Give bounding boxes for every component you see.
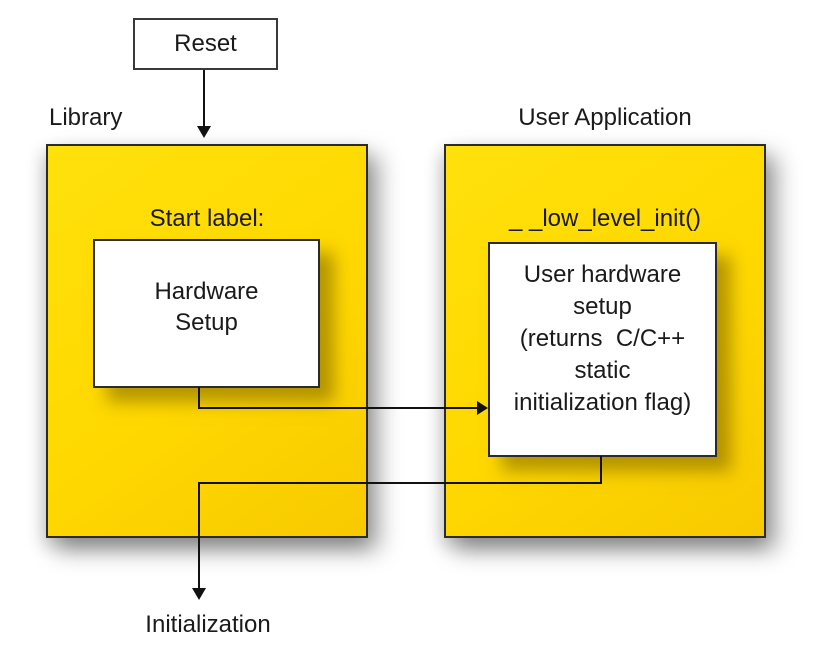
hardware-setup-box: Hardware Setup — [93, 239, 320, 388]
user-hardware-setup-line: (returns C/C++ — [519, 324, 686, 352]
initialization-arrow-line — [198, 482, 200, 589]
return-connector-segment — [198, 482, 602, 484]
user-hardware-setup-box: User hardware setup (returns C/C++ stati… — [488, 242, 717, 457]
return-connector-segment — [600, 456, 602, 484]
hardware-to-user-arrow-segment — [198, 387, 200, 409]
user-hardware-setup-line: User hardware — [523, 260, 682, 288]
reset-label: Reset — [174, 30, 237, 57]
hardware-to-user-arrow-head-icon — [477, 401, 488, 415]
low-level-init-label: _ _low_level_init() — [508, 205, 702, 232]
hardware-to-user-arrow-segment — [198, 407, 479, 409]
user-hardware-setup-line: initialization flag) — [513, 388, 692, 416]
library-title: Library — [49, 104, 123, 131]
user-hardware-setup-line: setup — [573, 292, 632, 320]
user-application-title: User Application — [518, 104, 692, 131]
hardware-setup-line: Setup — [175, 308, 238, 336]
start-label: Start label: — [149, 205, 265, 232]
reset-arrow-line — [203, 70, 205, 127]
initialization-arrow-head-icon — [192, 588, 206, 600]
reset-box: Reset — [133, 18, 278, 70]
reset-arrow-head-icon — [197, 126, 211, 138]
user-hardware-setup-line: static — [574, 356, 631, 384]
hardware-setup-line: Hardware — [154, 277, 259, 305]
initialization-label: Initialization — [145, 611, 271, 638]
